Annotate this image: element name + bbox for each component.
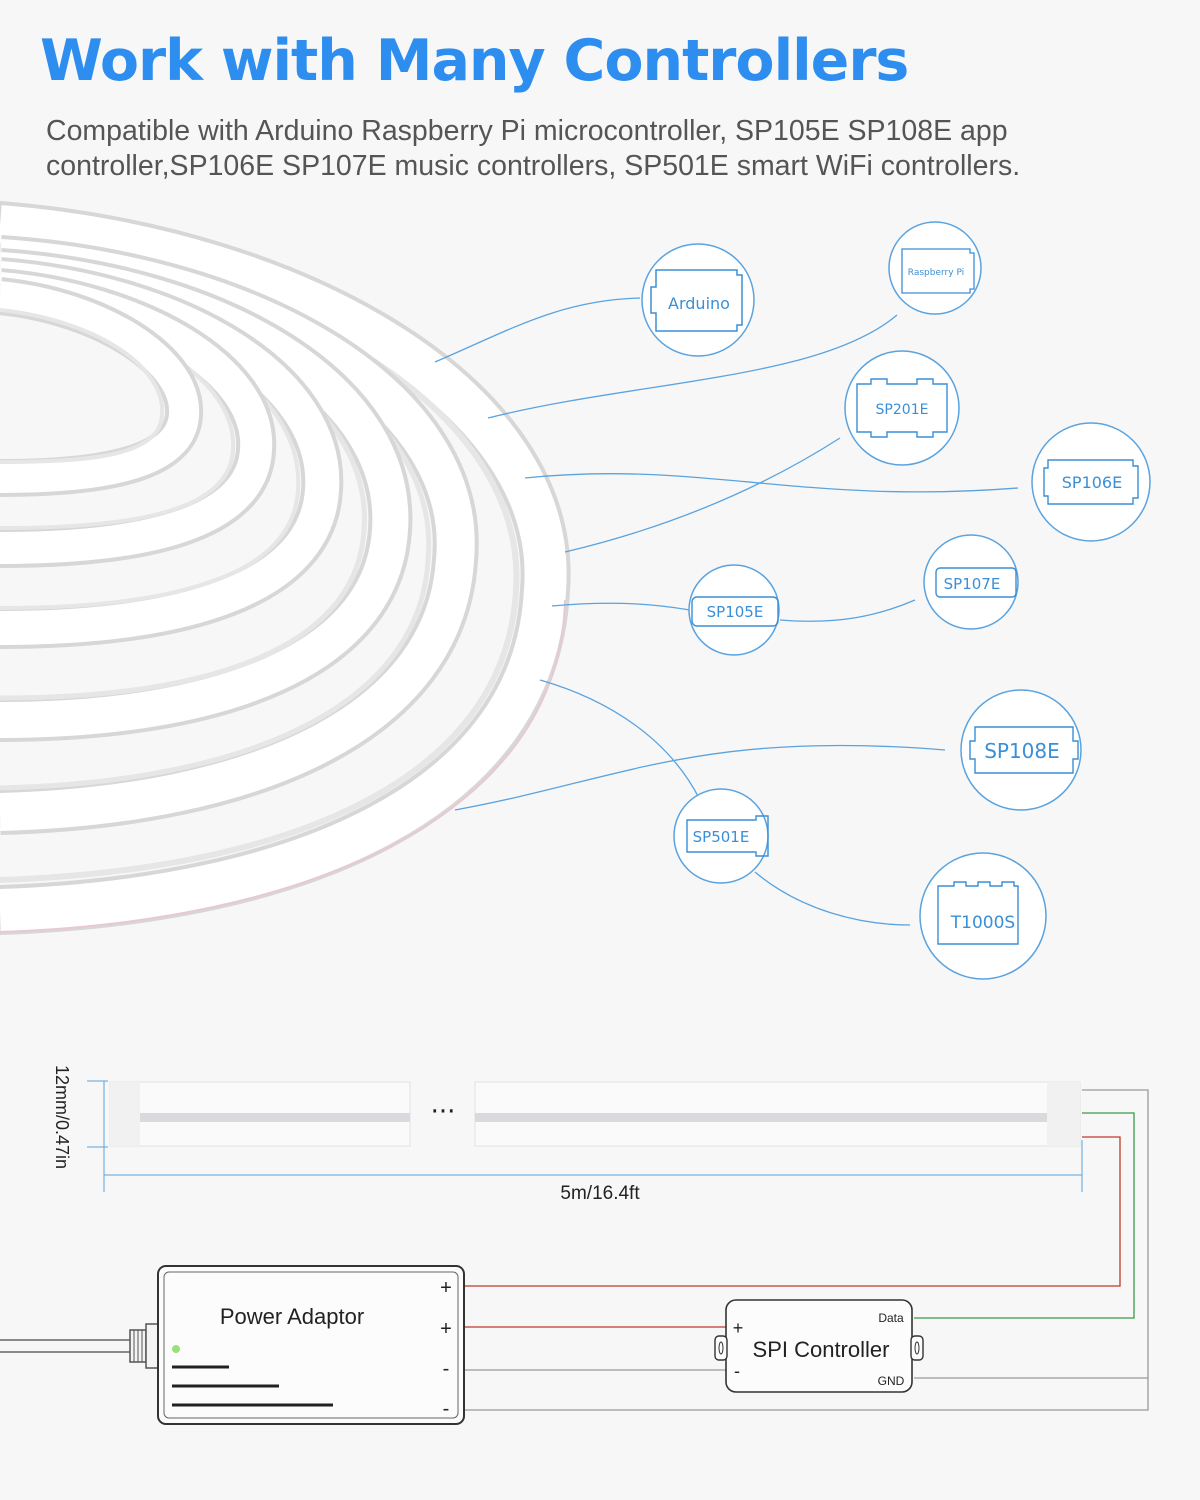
controller-box-icon (686, 815, 769, 857)
strip-dimension-diagram: 12mm/0.47in ··· 5m/16.4ft (52, 1065, 1083, 1204)
terminal-minus-2: - (443, 1398, 450, 1420)
power-led-icon (172, 1345, 180, 1353)
power-adaptor-label: Power Adaptor (220, 1304, 364, 1329)
controller-box-icon (935, 567, 1017, 598)
spi-data-label: Data (878, 1311, 904, 1325)
controller-label: SP108E (984, 739, 1060, 763)
controller-arduino: Arduino (641, 243, 755, 357)
controller-sp106e: SP106E (1031, 422, 1151, 542)
terminal-plus-1: + (440, 1277, 452, 1299)
controller-sp201e: SP201E (844, 350, 960, 466)
terminal-plus-2: + (440, 1318, 452, 1340)
controller-label: SP501E (693, 828, 750, 846)
length-label: 5m/16.4ft (560, 1183, 640, 1204)
controller-label: SP107E (944, 575, 1001, 593)
controller-box-icon (969, 726, 1079, 774)
controller-raspberry-pi: Raspberry Pi (888, 221, 982, 315)
spi-minus-label: - (734, 1361, 740, 1381)
wiring-lines (462, 1089, 1149, 1411)
height-label: 12mm/0.47in (52, 1065, 72, 1169)
controller-sp108e: SP108E (960, 689, 1082, 811)
spi-controller-label: SPI Controller (753, 1337, 890, 1362)
page-subtitle: Compatible with Arduino Raspberry Pi mic… (46, 115, 1021, 182)
controller-box-icon (1043, 459, 1139, 505)
page-title: Work with Many Controllers (40, 28, 909, 94)
spi-gnd-label: GND (878, 1374, 905, 1388)
controller-label: Raspberry Pi (908, 268, 964, 278)
spi-controller: SPI Controller Data GND + - (714, 1299, 924, 1393)
controller-sp105e: SP105E (688, 564, 780, 656)
controller-sp501e: SP501E (673, 788, 769, 884)
raspberry-pi-board-icon (901, 248, 975, 294)
controller-t1000s: T1000S (919, 852, 1047, 980)
controller-box-icon (856, 378, 948, 438)
controller-label: SP105E (707, 603, 764, 621)
arduino-board-icon (650, 269, 743, 332)
controller-label: T1000S (950, 913, 1015, 933)
connector-lines (434, 297, 1019, 926)
controller-sp107e: SP107E (923, 534, 1019, 630)
power-adaptor: Power Adaptor + + - - (0, 1265, 465, 1425)
controller-box-icon (691, 596, 779, 627)
controller-label: SP106E (1062, 473, 1122, 492)
controller-label: Arduino (668, 294, 730, 313)
neon-strip-coils-icon (0, 201, 571, 935)
terminal-minus-1: - (443, 1358, 450, 1380)
strip-ellipsis: ··· (431, 1097, 456, 1127)
controller-box-icon (937, 881, 1019, 945)
spi-plus-label: + (733, 1318, 744, 1338)
controller-label: SP201E (876, 402, 929, 418)
